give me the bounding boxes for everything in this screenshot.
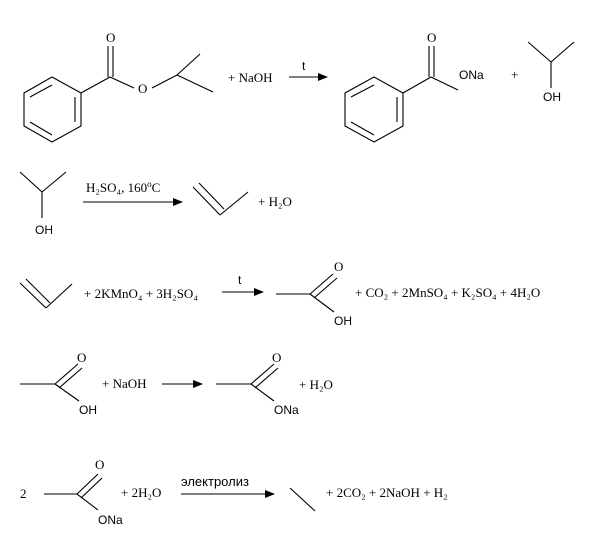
reaction-arrow-5 xyxy=(181,490,275,498)
plus-water-4: + H₂O xyxy=(299,377,333,392)
reaction-arrow-3 xyxy=(222,288,264,296)
alcohol-oh-label: OH xyxy=(543,90,561,104)
sodium-acetate-structure-5 xyxy=(44,473,103,511)
electrolysis-products: + 2CO₂ + 2NaOH + H₂ xyxy=(326,485,448,500)
ester-o-label: O xyxy=(138,81,147,96)
coefficient-2: 2 xyxy=(20,486,27,501)
condition-t: t xyxy=(302,59,306,73)
product-carbonyl-o-label: O xyxy=(427,30,436,45)
isopropanol-structure xyxy=(527,41,575,88)
acid-o-label-4: O xyxy=(77,350,86,365)
reaction-2: OH H₂SO₄, 160oC + H₂O xyxy=(19,171,292,237)
acetic-acid-structure-4 xyxy=(20,363,83,402)
acid-oh-label-4: OH xyxy=(79,403,97,417)
condition-electrolysis: электролиз xyxy=(181,474,249,489)
reaction-arrow-2 xyxy=(83,198,183,206)
reaction-arrow-4 xyxy=(162,380,203,388)
propene-structure xyxy=(192,182,249,216)
sodium-acetate-structure xyxy=(216,363,279,402)
reactant-oh-label: OH xyxy=(35,223,53,237)
carbonyl-o-label: O xyxy=(106,30,115,45)
plus-water: + H₂O xyxy=(258,194,292,209)
isopropyl-benzoate-structure xyxy=(23,46,214,143)
acid-o-label: O xyxy=(334,259,343,274)
oxidation-products: + CO₂ + 2MnSO₄ + K₂SO₄ + 4H₂O xyxy=(355,285,540,300)
salt-ona-label: ONa xyxy=(274,403,299,417)
plus-naoh: + NaOH xyxy=(228,70,273,85)
reaction-1: O O + NaOH t O ONa + OH xyxy=(23,30,575,143)
salt-ona-label-5: ONa xyxy=(98,513,123,527)
reaction-4: O OH + NaOH O ONa + H₂O xyxy=(20,350,333,417)
plus-sign: + xyxy=(511,67,518,82)
sodium-benzoate-structure xyxy=(344,46,459,143)
condition-t-3: t xyxy=(238,273,242,287)
condition-h2so4: H₂SO₄, 160oC xyxy=(86,179,160,195)
acetic-acid-structure xyxy=(276,273,338,313)
reaction-3: + 2KMnO₄ + 3H₂SO₄ t O OH + CO₂ + 2MnSO₄ … xyxy=(19,259,540,328)
reaction-arrow-1 xyxy=(289,73,328,81)
plus-naoh-4: + NaOH xyxy=(102,376,147,391)
ethane-structure xyxy=(289,487,316,512)
oxidant-reagents: + 2KMnO₄ + 3H₂SO₄ xyxy=(84,286,198,301)
acid-oh-label: OH xyxy=(334,314,352,328)
isopropanol-structure-2 xyxy=(19,171,67,218)
reaction-5: 2 O ONa + 2H₂O электролиз + 2CO₂ + 2NaOH… xyxy=(20,457,448,527)
ona-label: ONa xyxy=(459,68,484,82)
propene-structure-3 xyxy=(19,278,73,309)
plus-water-5: + 2H₂O xyxy=(121,485,161,500)
salt-o-label: O xyxy=(272,350,281,365)
salt-o-label-5: O xyxy=(95,457,104,472)
